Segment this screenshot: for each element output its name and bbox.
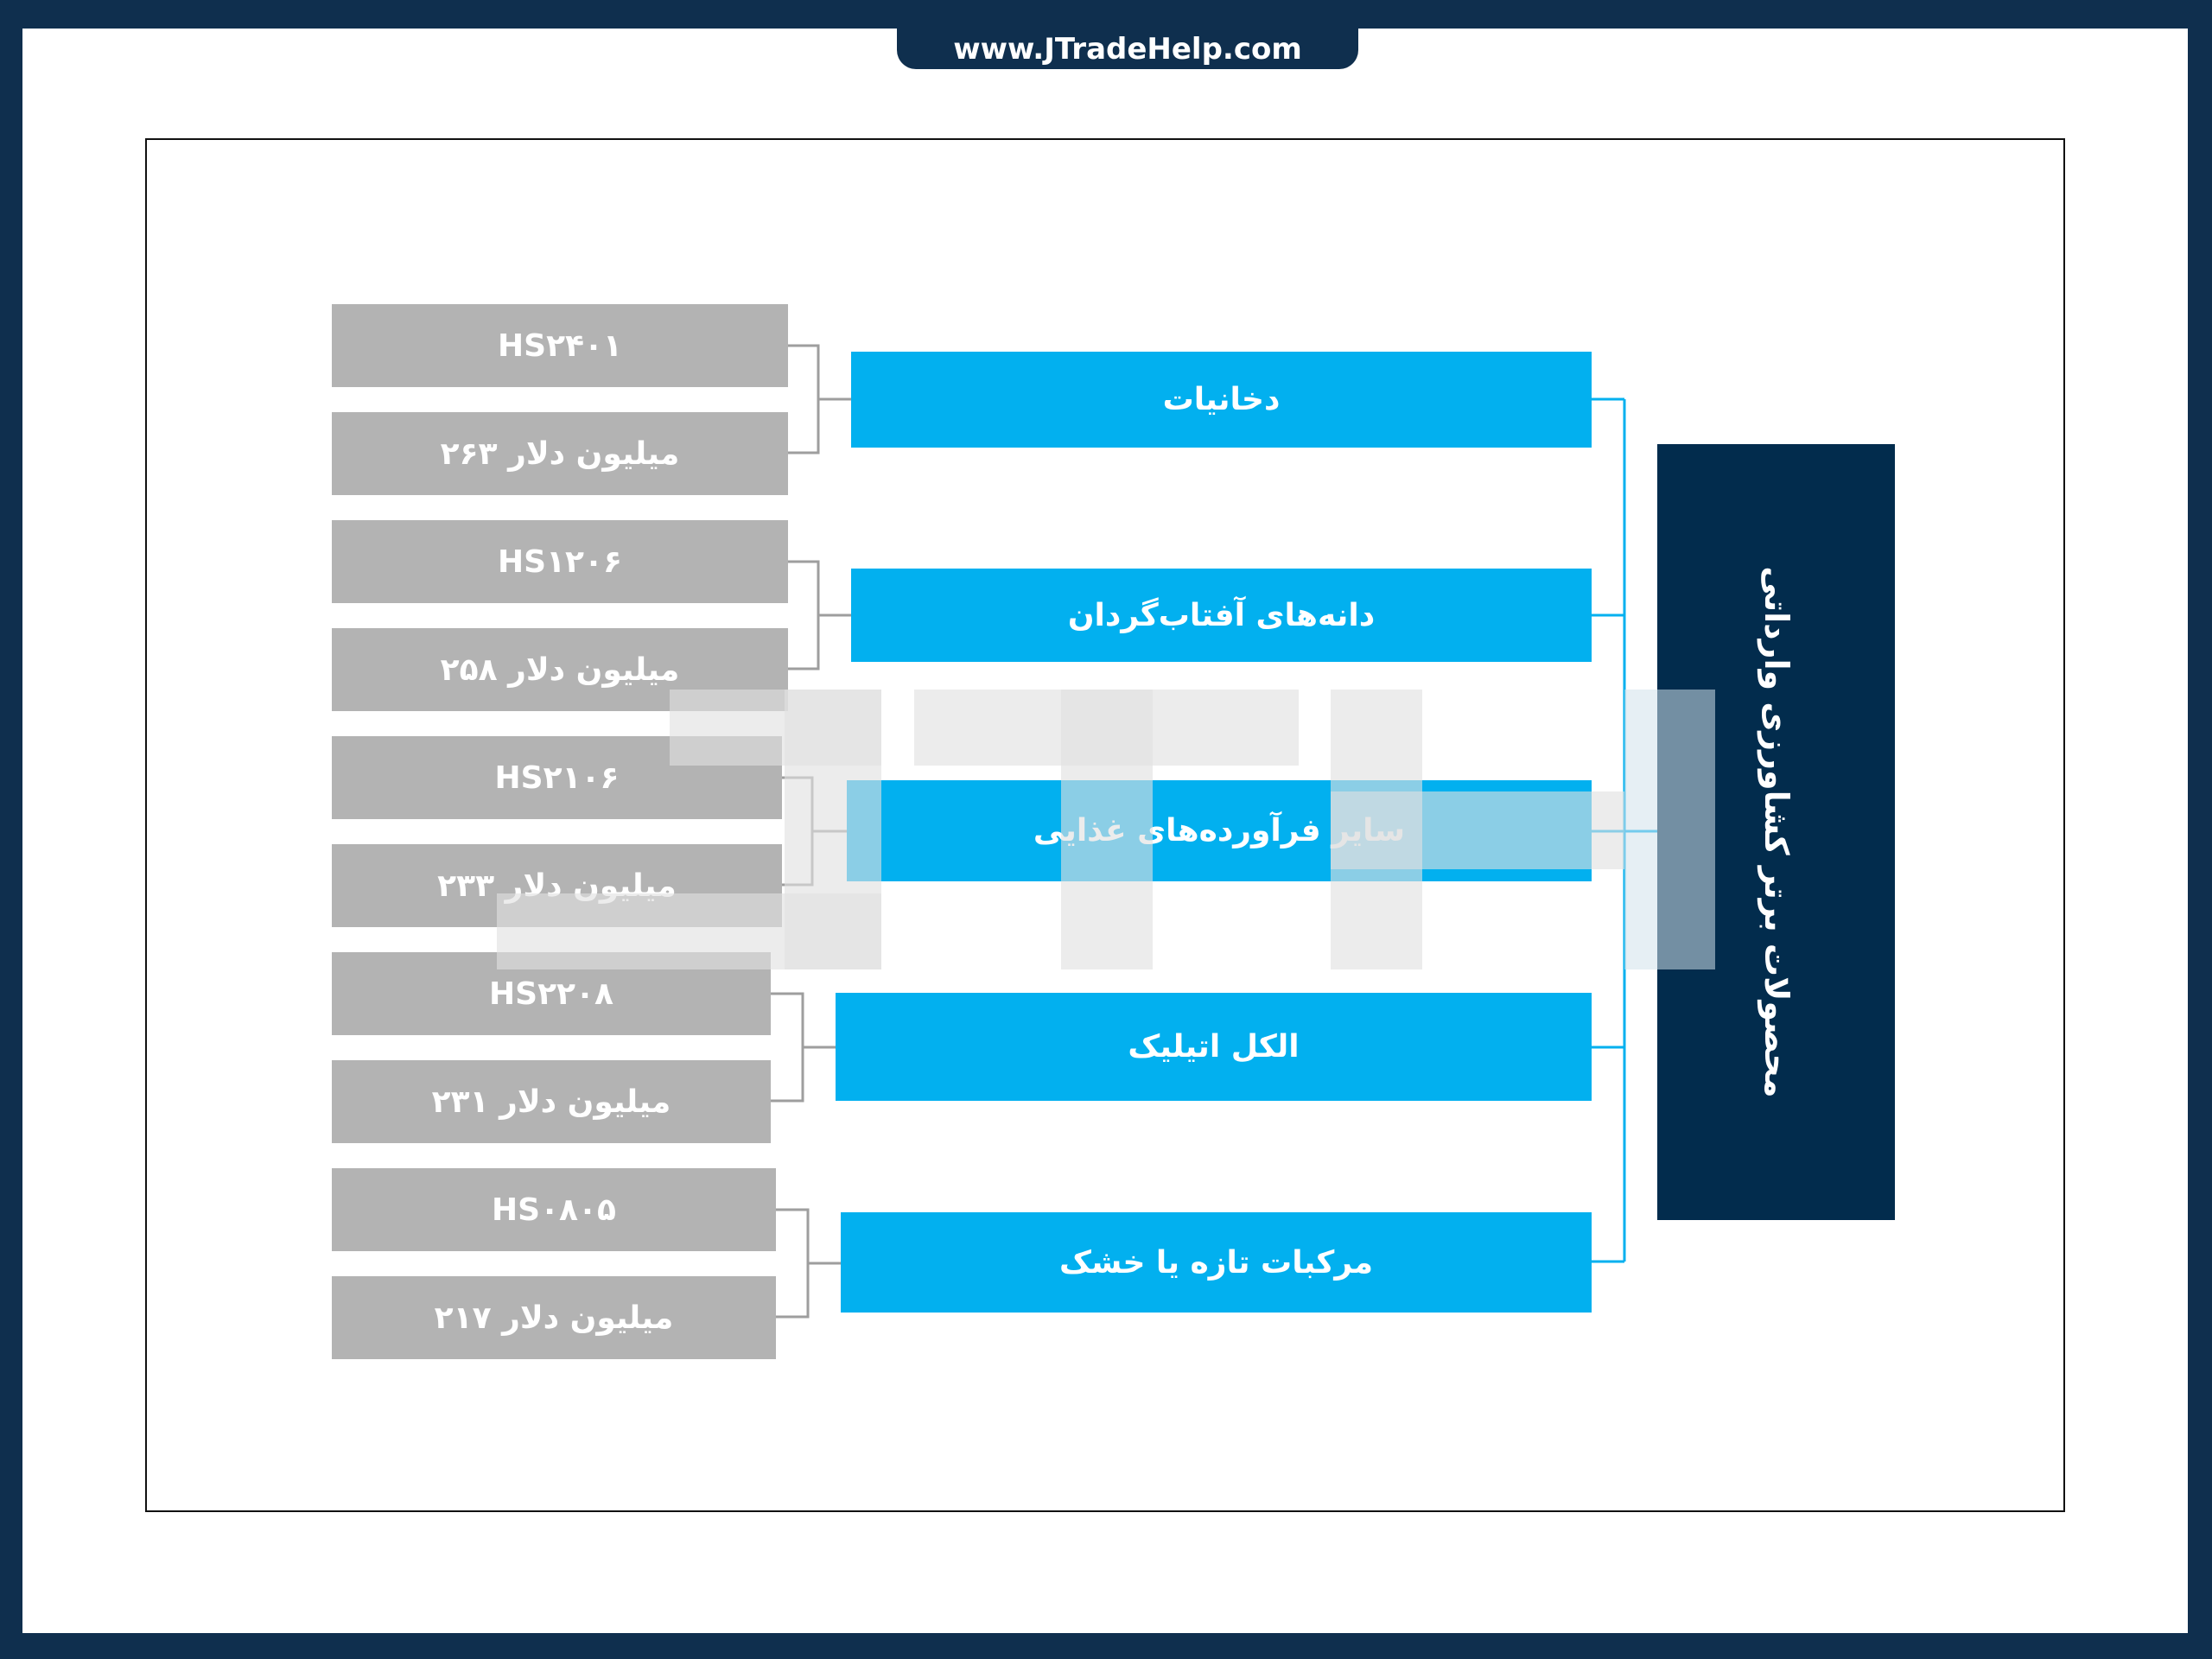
hs-code: HS۲۲۰۸ <box>489 976 613 1012</box>
root-label: محصولات برتر کشاورزی وارداتی <box>1757 566 1796 1098</box>
hs-code-box: HS۱۲۰۶ <box>332 520 788 603</box>
import-value-box: ۲۱۷ میلیون دلار <box>332 1276 776 1359</box>
hs-code: HS۲۴۰۱ <box>498 327 622 364</box>
import-value: ۲۱۷ میلیون دلار <box>434 1300 674 1336</box>
import-value-box: ۲۳۱ میلیون دلار <box>332 1060 771 1143</box>
bracket-1 <box>788 344 820 454</box>
hs-code: HS۰۸۰۵ <box>492 1192 616 1228</box>
category-label: دخانیات <box>1162 382 1281 417</box>
site-url[interactable]: www.JTradeHelp.com <box>953 31 1302 67</box>
hs-code: HS۱۲۰۶ <box>498 543 622 580</box>
category-label: مرکبات تازه یا خشک <box>1058 1244 1374 1281</box>
bracket-2 <box>788 560 820 671</box>
bracket-4 <box>771 992 804 1103</box>
import-value-box: ۲۶۳ میلیون دلار <box>332 412 788 495</box>
import-value: ۲۶۳ میلیون دلار <box>440 435 680 472</box>
category-node-sunflower: دانه‌های آفتاب‌گردان <box>851 569 1592 662</box>
hs-code-box: HS۰۸۰۵ <box>332 1168 776 1251</box>
bracket-5 <box>776 1208 810 1319</box>
category-node-tobacco: دخانیات <box>851 352 1592 448</box>
hs-code: HS۲۱۰۶ <box>494 760 620 796</box>
import-value: ۲۵۸ میلیون دلار <box>440 652 680 688</box>
import-value: ۲۳۱ میلیون دلار <box>431 1084 671 1120</box>
category-node-ethyl-alcohol: الکل اتیلیک <box>836 993 1592 1101</box>
site-url-tab[interactable]: www.JTradeHelp.com <box>897 29 1358 69</box>
category-node-citrus: مرکبات تازه یا خشک <box>841 1212 1592 1313</box>
category-label: دانه‌های آفتاب‌گردان <box>1067 597 1376 633</box>
hs-code-box: HS۲۴۰۱ <box>332 304 788 387</box>
category-label: الکل اتیلیک <box>1128 1029 1300 1065</box>
